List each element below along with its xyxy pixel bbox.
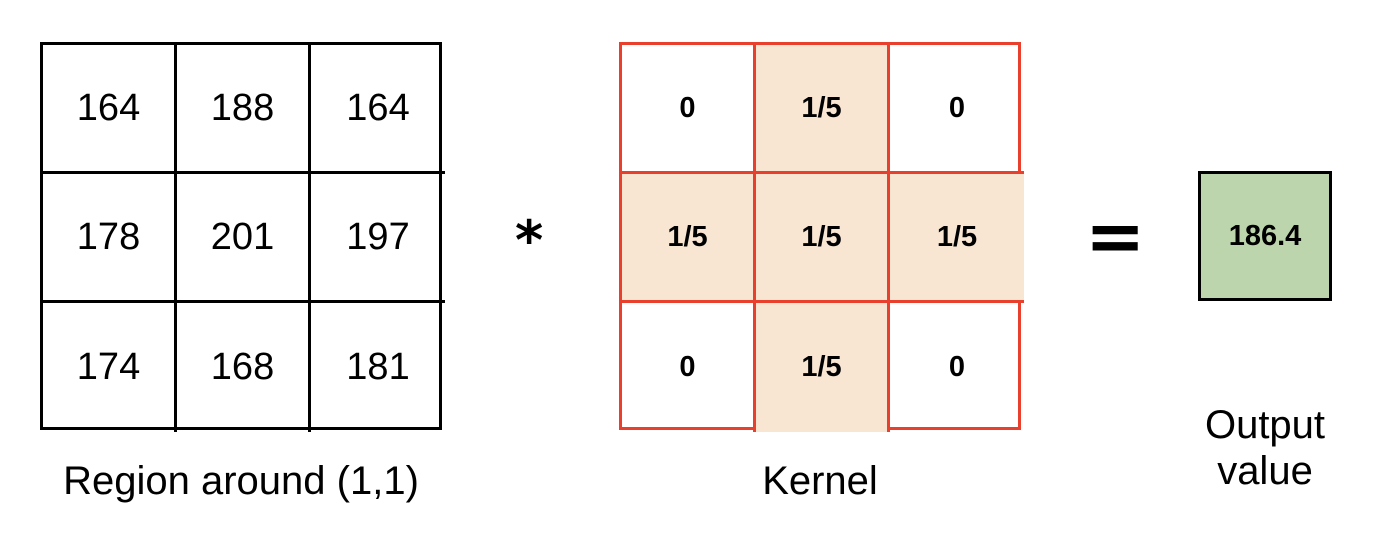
region-cell: 164	[43, 45, 177, 174]
region-cell: 164	[311, 45, 445, 174]
region-cell: 174	[43, 303, 177, 432]
region-cell: 178	[43, 174, 177, 303]
kernel-cell-highlighted: 1/5	[756, 45, 890, 174]
kernel-cell-highlighted: 1/5	[756, 174, 890, 303]
region-caption: Region around (1,1)	[63, 459, 419, 503]
kernel-cell: 0	[622, 45, 756, 174]
output-value-box: 186.4	[1198, 171, 1332, 301]
kernel-caption: Kernel	[762, 459, 878, 503]
kernel-cell: 0	[890, 45, 1024, 174]
kernel-cell: 0	[948, 351, 966, 383]
region-cell: 197	[311, 174, 445, 303]
kernel-cell-highlighted: 1/5	[622, 174, 756, 303]
region-cell: 201	[177, 174, 311, 303]
region-cell: 181	[346, 346, 410, 388]
region-cell: 188	[177, 45, 311, 174]
kernel-cell: 0	[622, 303, 756, 432]
kernel-cell-highlighted: 1/5	[890, 174, 1024, 303]
convolution-operator: *	[515, 209, 544, 272]
output-caption: Output value	[1160, 402, 1370, 494]
kernel-cell-highlighted: 1/5	[756, 303, 890, 432]
region-grid: 164 188 164 178 201 197 174 168 181	[40, 42, 445, 432]
kernel-grid: 0 1/5 0 1/5 1/5 1/5 0 1/5 0	[619, 42, 1024, 432]
equals-operator: =	[1085, 194, 1146, 278]
output-caption-line1: Output	[1204, 403, 1326, 447]
region-cell: 168	[177, 303, 311, 432]
output-caption-line2: value	[1217, 449, 1313, 493]
